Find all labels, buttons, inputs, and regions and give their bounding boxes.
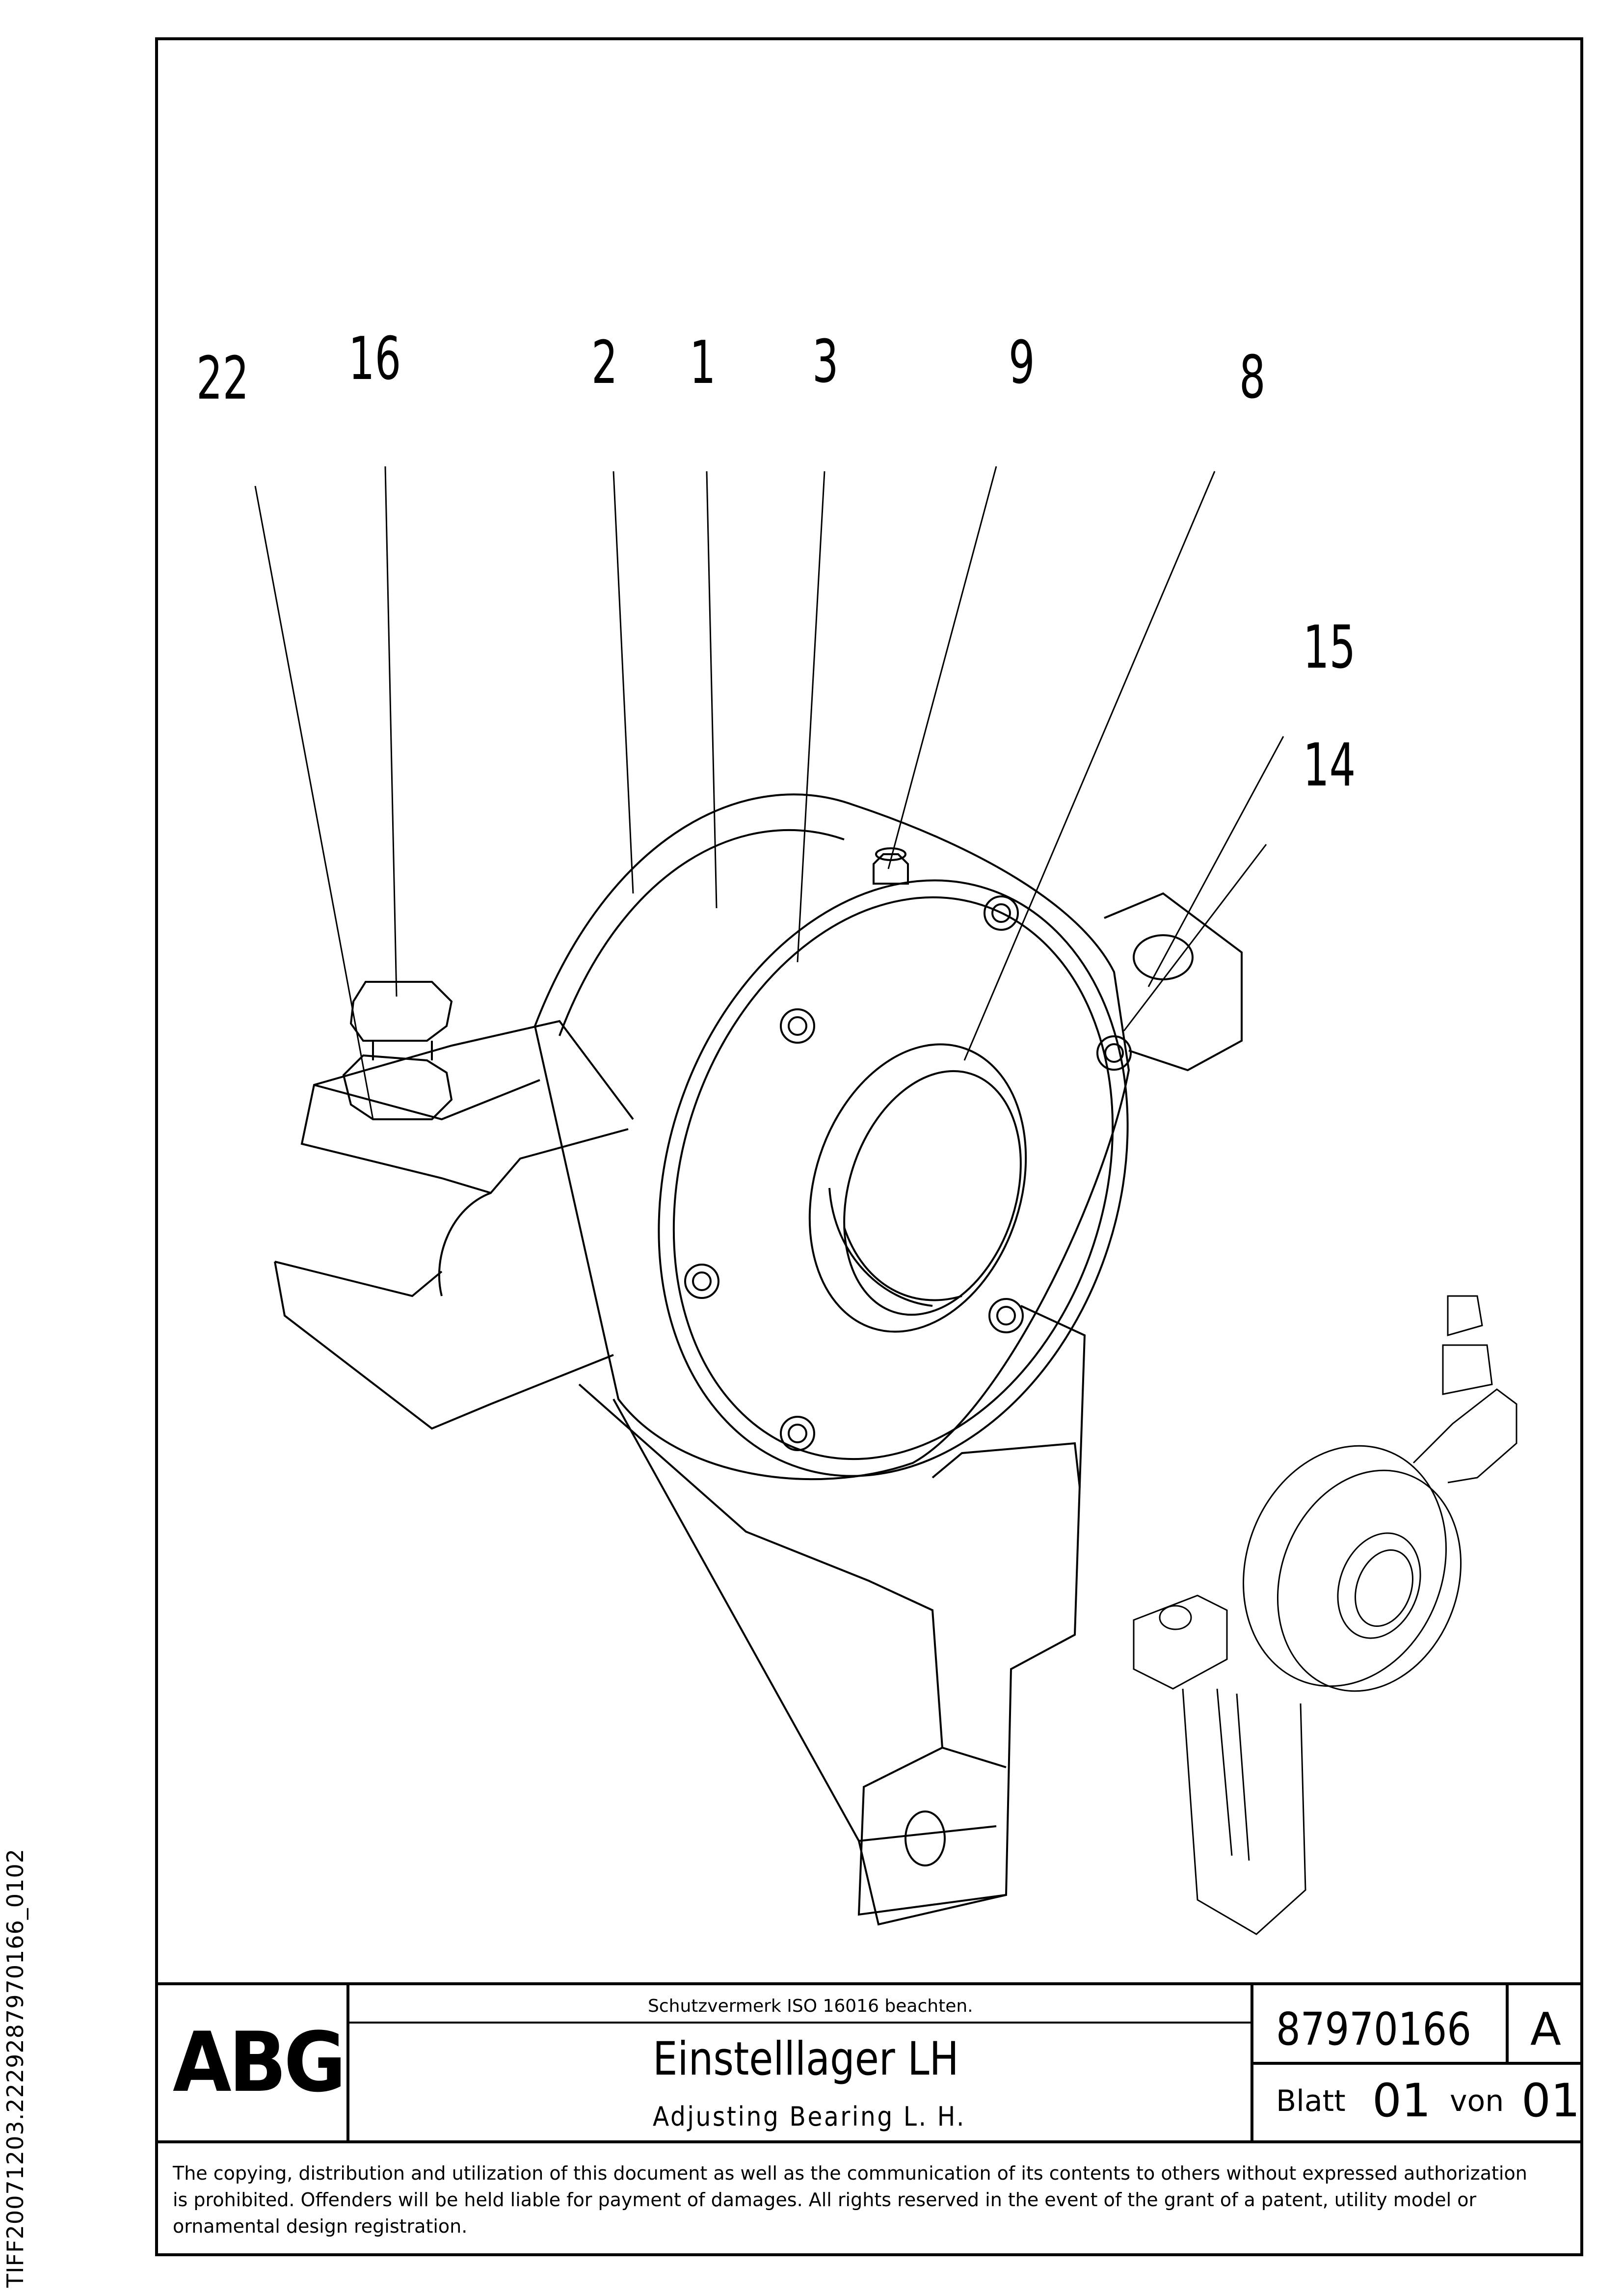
title-subrule	[346, 2022, 1251, 2024]
title-block-top-rule	[155, 1982, 1583, 1985]
main-bearing-assembly	[274, 793, 1243, 1926]
callout-3: 3	[812, 328, 839, 396]
side-identifier: TIFF20071203.2229287970166_0102	[2, 1848, 28, 2288]
flange-bolts	[684, 895, 1132, 1451]
callout-22: 22	[196, 345, 249, 413]
callout-15: 15	[1303, 614, 1356, 682]
logo-divider	[346, 1982, 349, 2141]
copyright-line: The copying, distribution and utilizatio…	[173, 2162, 1527, 2184]
copyright-notice: The copying, distribution and utilizatio…	[173, 2160, 1567, 2240]
number-subrule	[1251, 2062, 1583, 2065]
drawing-frame	[155, 37, 1583, 2256]
copyright-line: ornamental design registration.	[173, 2215, 468, 2237]
protection-note: Schutzvermerk ISO 16016 beachten.	[648, 1996, 973, 2016]
leader-lines	[254, 466, 1284, 1120]
overview-assembly	[1133, 1295, 1517, 1935]
sheet-label: Blatt	[1276, 2084, 1346, 2118]
company-logo: ABG	[173, 2014, 346, 2110]
title-block-bottom-rule	[155, 2140, 1583, 2143]
callout-8: 8	[1239, 344, 1266, 412]
of-label: von	[1450, 2084, 1504, 2118]
callout-1: 1	[690, 329, 716, 397]
callout-14: 14	[1303, 731, 1356, 800]
callout-9: 9	[1009, 329, 1035, 397]
title-english: Adjusting Bearing L. H.	[653, 2101, 966, 2132]
callout-2: 2	[591, 329, 618, 397]
title-german: Einstelllager LH	[653, 2032, 959, 2086]
sheet-value: 01	[1372, 2074, 1431, 2128]
of-value: 01	[1521, 2074, 1580, 2128]
copyright-line: is prohibited. Offenders will be held li…	[173, 2189, 1477, 2211]
revision-divider	[1506, 1982, 1509, 2063]
document-number: 87970166	[1276, 2003, 1472, 2055]
revision-letter: A	[1530, 2003, 1561, 2055]
callout-16: 16	[348, 325, 401, 393]
